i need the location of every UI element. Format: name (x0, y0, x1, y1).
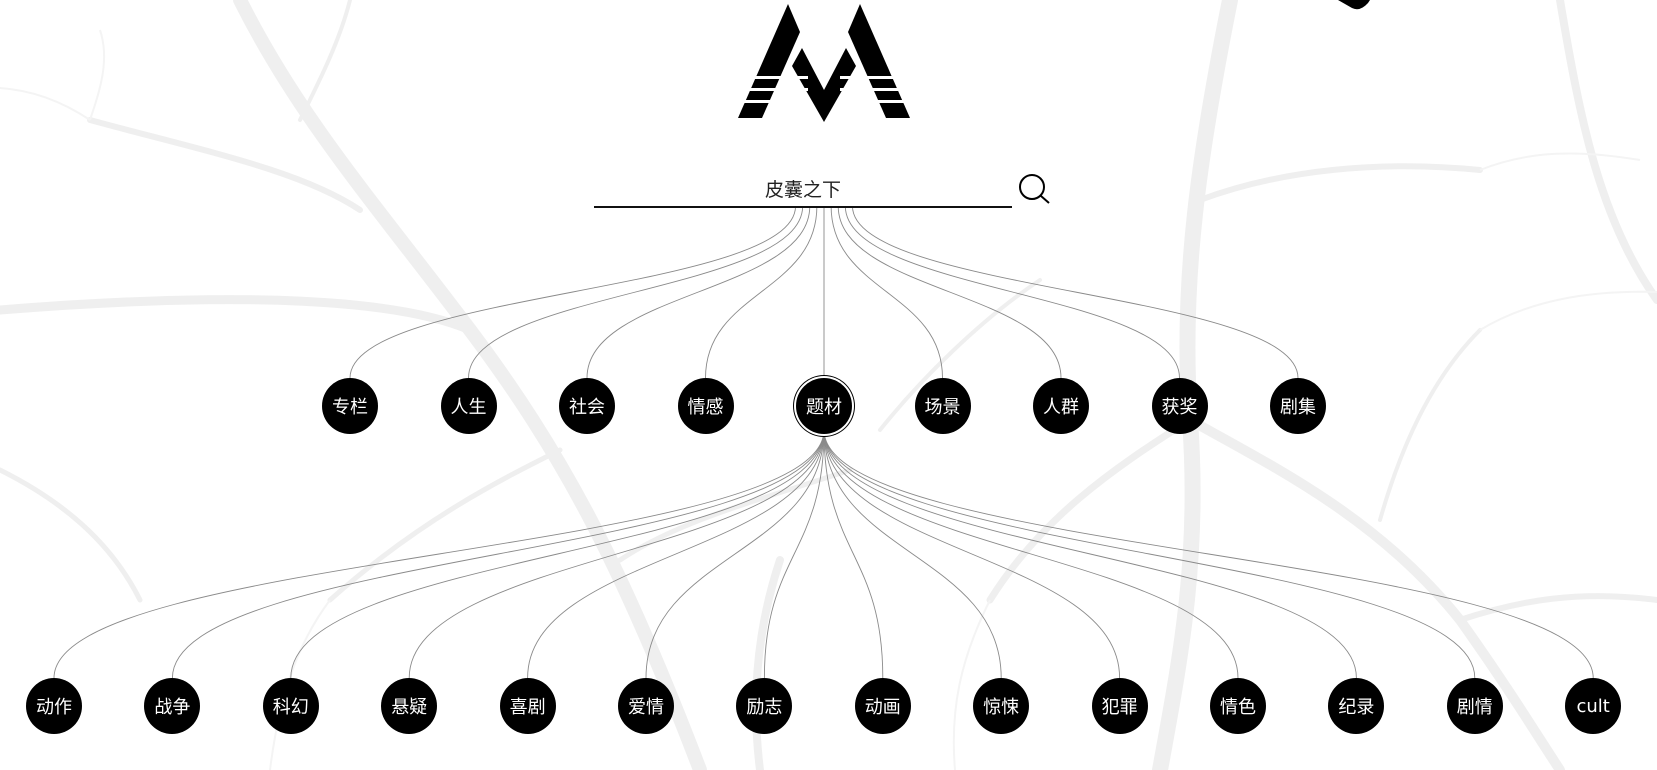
link-root-c6 (830, 205, 943, 379)
genre-node-g2[interactable]: 战争 (144, 678, 201, 734)
link-root-c4 (705, 205, 818, 379)
link-genre-g2 (171, 429, 825, 679)
link-root-c1 (349, 205, 797, 379)
mountain-m-logo (738, 4, 910, 122)
genre-node-g5[interactable]: 喜剧 (499, 678, 556, 734)
category-node-c3[interactable]: 社会 (559, 378, 615, 434)
link-root-c8 (844, 205, 1180, 379)
link-root-c3 (586, 205, 811, 379)
search-icon[interactable] (1018, 172, 1054, 208)
genre-node-g1[interactable]: 动作 (26, 678, 82, 734)
link-root-c9 (851, 205, 1299, 379)
genre-node-g6[interactable]: 爱情 (618, 678, 674, 734)
genre-node-g9[interactable]: 惊悚 (973, 678, 1030, 734)
link-genre-g9 (823, 429, 1002, 679)
category-node-c7[interactable]: 人群 (1033, 378, 1089, 434)
category-node-c2[interactable]: 人生 (440, 378, 497, 434)
category-node-c5[interactable]: 题材 (796, 378, 852, 434)
link-genre-g1 (53, 429, 825, 679)
genre-node-g14[interactable]: cult (1565, 678, 1622, 734)
link-genre-g14 (823, 429, 1594, 679)
category-node-c4[interactable]: 情感 (677, 378, 734, 434)
category-node-c6[interactable]: 场景 (914, 378, 971, 434)
genre-node-g13[interactable]: 剧情 (1446, 678, 1503, 734)
genre-node-g11[interactable]: 情色 (1210, 678, 1266, 734)
link-root-c7 (837, 205, 1062, 379)
genre-node-g4[interactable]: 悬疑 (381, 678, 438, 734)
genre-node-g3[interactable]: 科幻 (262, 678, 319, 734)
link-root-c2 (468, 205, 804, 379)
link-genre-g5 (527, 429, 825, 679)
genre-node-g10[interactable]: 犯罪 (1091, 678, 1148, 734)
link-genre-g7 (763, 429, 825, 679)
corner-mark-icon (1338, 0, 1370, 10)
link-genre-g3 (290, 429, 825, 679)
link-genre-g12 (823, 429, 1357, 679)
link-genre-g8 (823, 429, 884, 679)
link-genre-g10 (823, 429, 1121, 679)
link-genre-g13 (823, 429, 1476, 679)
link-genre-g6 (645, 429, 825, 679)
link-genre-g11 (823, 429, 1239, 679)
link-genre-g4 (408, 429, 825, 679)
category-node-c8[interactable]: 获奖 (1151, 378, 1208, 434)
genre-node-g8[interactable]: 动画 (854, 678, 911, 734)
search-bar (594, 170, 1054, 208)
category-node-c9[interactable]: 剧集 (1270, 378, 1326, 434)
genre-node-g12[interactable]: 纪录 (1328, 678, 1385, 734)
category-node-c1[interactable]: 专栏 (322, 378, 378, 434)
search-input[interactable] (594, 170, 1012, 208)
genre-node-g7[interactable]: 励志 (736, 678, 793, 734)
